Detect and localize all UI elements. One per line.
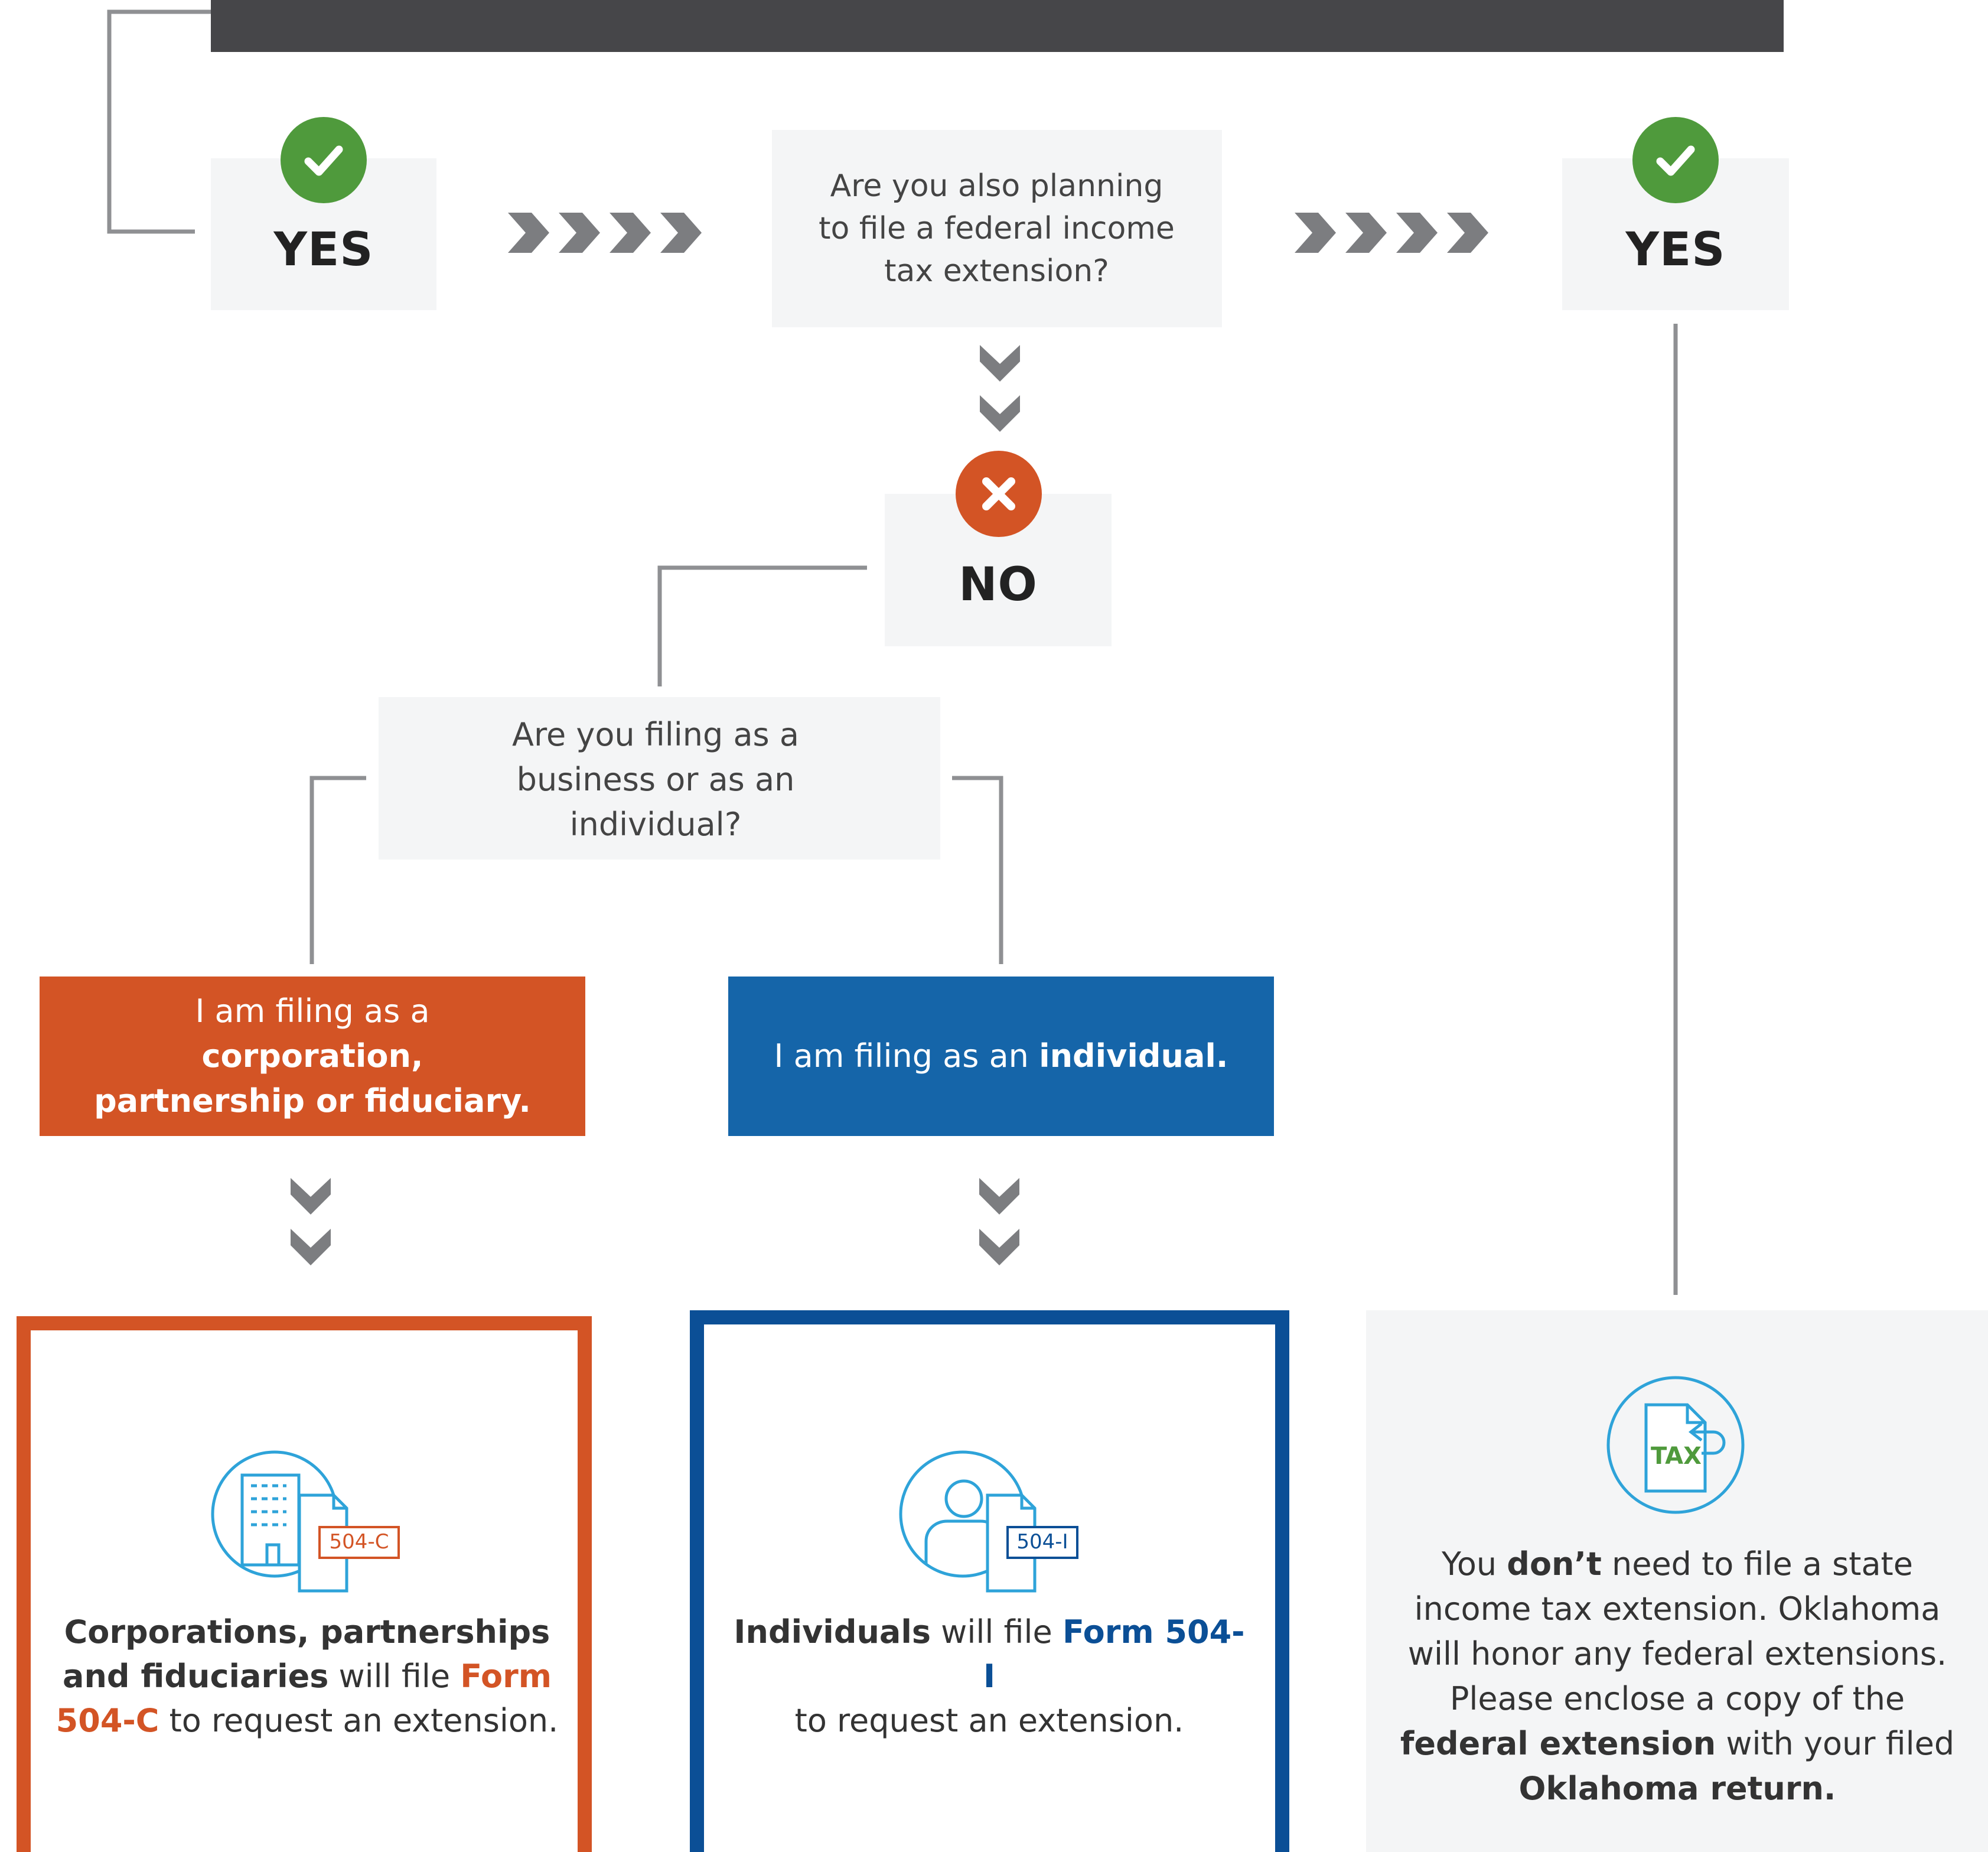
yes-label-left: YES xyxy=(273,223,374,276)
result-federal-box xyxy=(1366,1310,1988,1852)
federal-t2: need to file a state income tax extensio… xyxy=(1407,1545,1947,1717)
business-question-box xyxy=(379,697,940,860)
connector-business-left xyxy=(309,776,366,964)
corporations-middle: will file xyxy=(328,1658,461,1695)
connector-top-left xyxy=(107,9,211,234)
chevron-down xyxy=(979,1178,1019,1215)
form-504i-icon-label: 504-I xyxy=(1016,1530,1068,1554)
business-question-text: Are you filing as a business or as an in… xyxy=(512,716,799,843)
chevron-right xyxy=(1295,213,1336,253)
federal-b2: federal extension xyxy=(1400,1725,1716,1762)
chevron-down xyxy=(291,1178,331,1215)
chevron-right xyxy=(1396,213,1438,253)
result-federal-text: You don’t need to file a state income ta… xyxy=(1388,1542,1967,1811)
building-document-icon: 504-C xyxy=(211,1450,400,1593)
result-corporations-inner-border xyxy=(22,1322,586,1852)
individuals-middle: will file xyxy=(931,1613,1063,1651)
person-document-icon: 504-I xyxy=(899,1450,1078,1593)
result-corporations-text: Corporations, partnerships and fiduciari… xyxy=(47,1610,567,1743)
federal-question-text: Are you also planning to file a federal … xyxy=(819,168,1175,289)
tax-icon-label: TAX xyxy=(1651,1443,1702,1470)
individuals-suffix: to request an extension. xyxy=(794,1702,1184,1739)
individuals-form: Form 504-I xyxy=(983,1613,1245,1695)
federal-b1: don’t xyxy=(1507,1545,1602,1583)
chevron-right xyxy=(559,213,600,253)
chevron-down xyxy=(980,345,1020,382)
individuals-subject: Individuals xyxy=(734,1613,931,1651)
individual-choice-bold: individual. xyxy=(1039,1037,1228,1075)
connector-no-to-business xyxy=(657,565,867,686)
chevron-right xyxy=(660,213,702,253)
federal-question-box xyxy=(772,130,1222,327)
x-icon xyxy=(956,451,1042,537)
check-icon xyxy=(281,117,367,203)
chevron-right xyxy=(508,213,549,253)
yes-label-right: YES xyxy=(1625,223,1726,276)
tax-return-icon: TAX xyxy=(1606,1376,1745,1514)
chevron-down xyxy=(291,1229,331,1265)
corporation-choice-prefix: I am filing as a xyxy=(195,992,430,1030)
header-bar xyxy=(211,0,1784,52)
federal-t3: with your filed xyxy=(1716,1725,1955,1762)
corporation-choice-bold: corporation, partnership or fiduciary. xyxy=(94,1037,531,1119)
federal-t1: You xyxy=(1442,1545,1507,1583)
individual-choice-prefix: I am filing as an xyxy=(774,1037,1039,1075)
corporations-suffix: to request an extension. xyxy=(159,1702,559,1739)
no-label: NO xyxy=(959,558,1038,611)
chevron-down xyxy=(979,1229,1019,1265)
check-icon xyxy=(1632,117,1719,203)
federal-b3: Oklahoma return. xyxy=(1518,1770,1836,1807)
chevron-right xyxy=(1345,213,1387,253)
connector-business-right xyxy=(952,776,1003,964)
result-individuals-box xyxy=(690,1310,1289,1852)
form-504c-icon-label: 504-C xyxy=(330,1530,389,1554)
chevron-right xyxy=(1447,213,1488,253)
result-individuals-text: Individuals will file Form 504-I to requ… xyxy=(732,1610,1246,1743)
corporation-choice-box: I am filing as a corporation, partnershi… xyxy=(40,977,585,1136)
chevron-down xyxy=(980,395,1020,432)
chevron-right xyxy=(610,213,651,253)
corporations-subject: Corporations, partnerships and fiduciari… xyxy=(63,1613,550,1695)
corporations-form: Form 504-C xyxy=(56,1658,552,1739)
individual-choice-box: I am filing as an individual. xyxy=(728,977,1274,1136)
